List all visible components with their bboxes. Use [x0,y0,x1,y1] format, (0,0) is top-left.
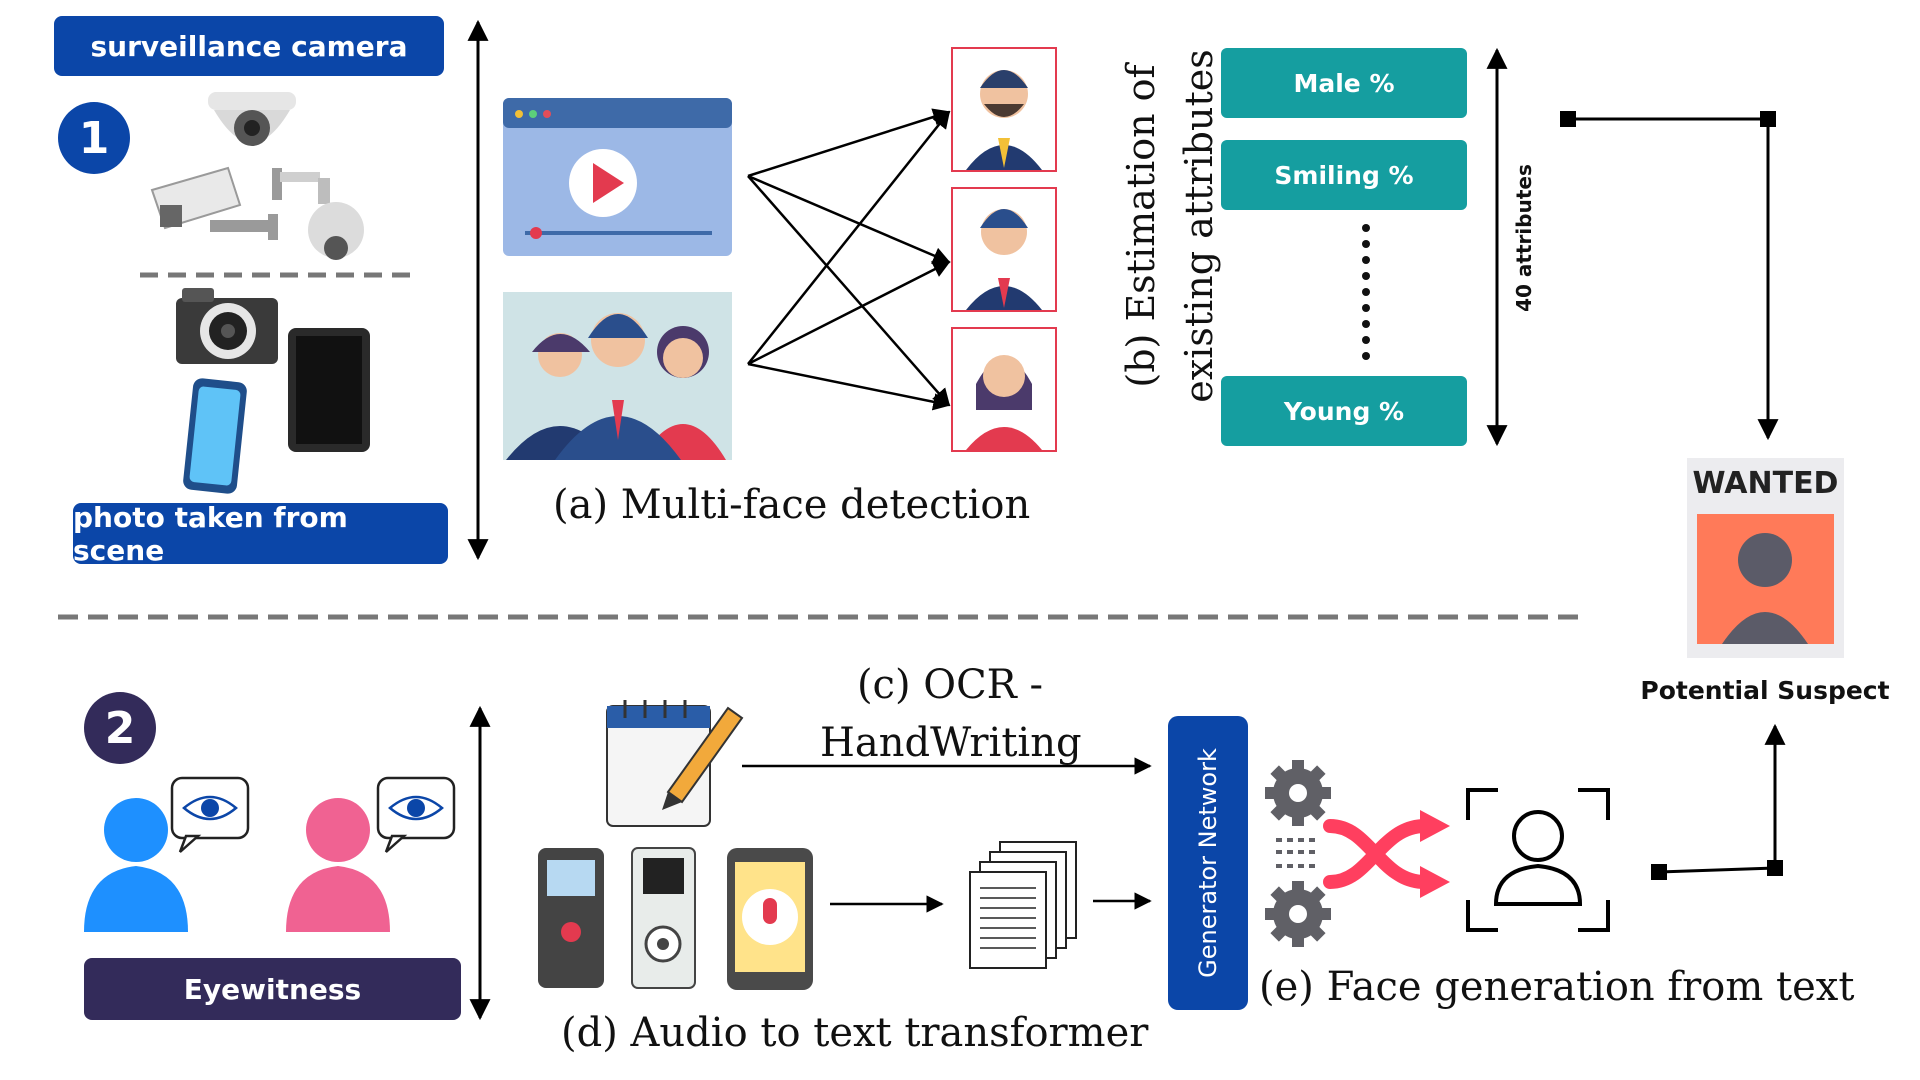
phone-microphone-icon [727,848,813,990]
gear-icon-1 [1265,760,1331,826]
generator-network-box [1168,716,1248,1010]
face-scan-icon [1466,788,1610,932]
voice-recorder-icon [538,848,604,988]
audio-recorder-icon [631,847,696,989]
photo-camera-icon [176,288,278,364]
attribute-box-young: Young % [1221,376,1467,446]
ocr-handwriting-caption: (c) OCR - HandWriting [820,656,1082,772]
female-witness-icon [286,798,390,932]
wanted-poster-header: WANTED [1692,466,1839,501]
eyewitness-label: Eyewitness [84,958,461,1020]
generation-to-suspect-connector [1651,723,1786,880]
multi-face-detection-caption: (a) Multi-face detection [553,482,1031,528]
attribute-count-label: 40 attributes [1512,164,1536,312]
attribute-estimation-caption: (b) Estimation of existing attributes [1112,21,1228,431]
attributes-to-suspect-connector [1560,111,1779,441]
eye-bubble-icon-2 [376,776,456,853]
photo-from-scene-label: photo taken from scene [73,501,448,567]
generator-network-label: Generator Network [1194,748,1222,978]
group-photo-icon [503,292,732,460]
male-witness-icon [84,798,188,932]
audio-to-text-caption: (d) Audio to text transformer [561,1010,1149,1056]
estimation-caption-line1: (b) Estimation of [1119,64,1163,388]
detected-face-2 [951,187,1057,312]
gear-icon-2 [1265,881,1331,947]
detected-face-1 [951,47,1057,172]
ocr-caption-line1: (c) OCR - [856,662,1044,708]
video-player-icon [503,98,732,256]
dome-camera-icon [208,92,296,146]
estimation-caption-line2: existing attributes [1177,49,1221,403]
notepad-pencil-icon [606,700,744,827]
tablet-icon [288,328,370,452]
detection-arrows [747,108,951,411]
gear-dashes [1276,838,1320,868]
eye-bubble-icon-1 [170,776,250,853]
attributes-ellipsis [1362,224,1370,360]
wanted-poster-icon [1687,458,1844,658]
attribute-box-smiling: Smiling % [1221,140,1467,210]
surveillance-camera-label: surveillance camera [54,16,444,76]
detected-face-3 [951,327,1057,452]
smartphone-icon [183,378,247,494]
stage1-number-badge: 1 [58,102,130,174]
face-generation-caption: (e) Face generation from text [1259,964,1855,1010]
attribute-box-male: Male % [1221,48,1467,118]
bullet-camera-icon [150,166,278,240]
stage2-number-badge: 2 [84,692,156,764]
text-documents-icon [969,841,1077,969]
ptz-camera-icon [272,168,364,260]
shuffle-icon [1323,810,1450,898]
ocr-caption-line2: HandWriting [820,720,1082,766]
potential-suspect-label: Potential Suspect [1640,676,1890,705]
